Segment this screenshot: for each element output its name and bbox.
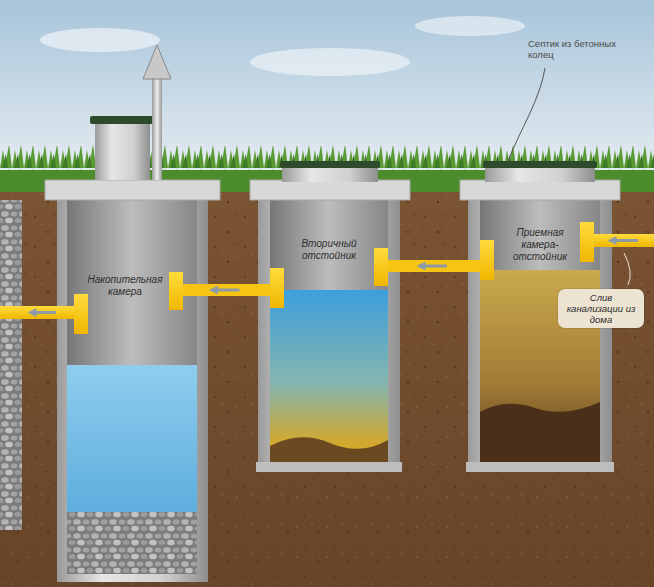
manhole-neck [95, 122, 150, 180]
chamber-air [67, 200, 197, 365]
pipe-connector [183, 290, 270, 291]
manhole-neck [485, 166, 595, 182]
cloud [415, 16, 525, 36]
tee-fitting [580, 222, 594, 262]
gravel-filter [67, 512, 197, 574]
chamber-label: Накопительная камера [83, 274, 167, 298]
flow-arrow [214, 289, 240, 292]
sludge [480, 402, 600, 462]
chamber-box: Вторичный отстойник [270, 200, 388, 300]
bottom-slab [256, 462, 402, 472]
vent-pipe [152, 76, 162, 180]
cloud [250, 48, 410, 76]
water [67, 365, 197, 512]
soil-texture [0, 188, 654, 587]
cloud [40, 28, 160, 52]
cover-slab [460, 180, 620, 200]
chamber-box: Накопительная камера [67, 200, 183, 365]
leader-line [508, 68, 545, 161]
pipe [388, 260, 480, 272]
chamber-box: Приемная камера-отстойник [480, 200, 600, 270]
sediment [270, 437, 388, 462]
manhole-neck [282, 166, 378, 182]
manhole-lid [280, 161, 380, 168]
concrete-ring [258, 190, 400, 472]
pipe [183, 284, 270, 296]
leader-line [624, 253, 630, 285]
title-callout: Септик из бетонных колец [528, 38, 620, 60]
concrete-ring [57, 190, 208, 582]
cover-slab [45, 180, 220, 200]
tee-fitting [270, 268, 284, 308]
vent-arrow [143, 45, 171, 79]
sky [0, 0, 654, 200]
pipe-connector [388, 266, 480, 267]
cover-slab [250, 180, 410, 200]
chamber-air [480, 200, 600, 270]
water [270, 290, 388, 462]
inflow-pipe [590, 234, 654, 247]
chamber-air [270, 200, 388, 290]
flow-arrow [612, 239, 638, 242]
tee-fitting [480, 240, 494, 280]
concrete-ring [468, 190, 612, 472]
tee-fitting [74, 294, 88, 334]
tee-fitting [169, 272, 183, 310]
chamber-label: Вторичный отстойник [293, 238, 365, 262]
bottom-slab [466, 462, 614, 472]
soil [0, 188, 654, 587]
chamber-label: Приемная камера-отстойник [504, 227, 576, 263]
flow-arrow [32, 311, 56, 314]
manhole-lid [483, 161, 597, 168]
tee-fitting [374, 248, 388, 286]
manhole-lid [90, 116, 155, 124]
callout-label: Слив канализации из дома [558, 289, 644, 328]
flow-arrow [421, 265, 447, 268]
gravel-backfill [0, 200, 22, 530]
